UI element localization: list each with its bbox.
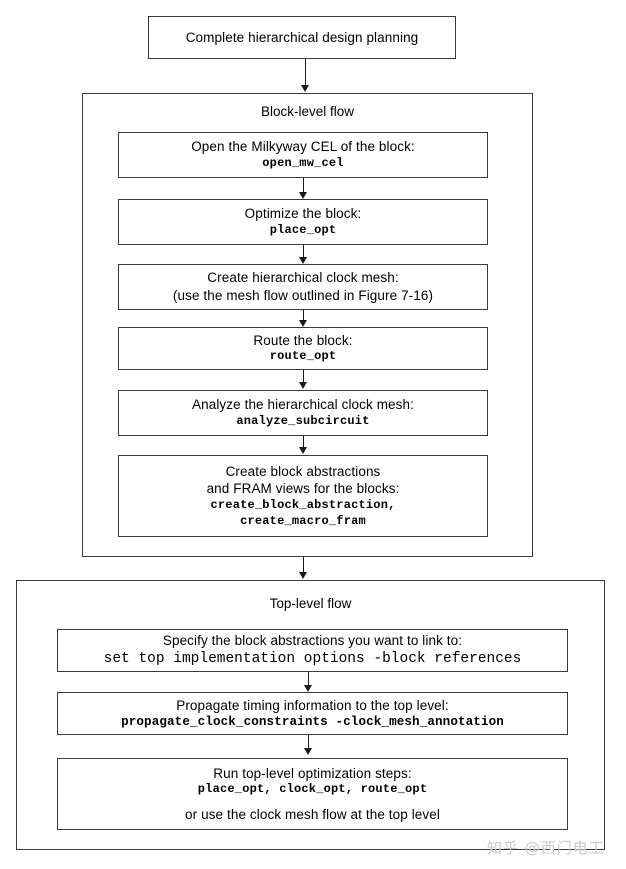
node-line-command: place_opt <box>269 222 337 237</box>
node-line-subtext: or use the clock mesh flow at the top le… <box>185 806 440 822</box>
node-line-text: Create hierarchical clock mesh: <box>207 270 399 286</box>
arrowhead-top-step1-step2 <box>303 685 312 692</box>
node-line-text: Complete hierarchical design planning <box>185 29 419 45</box>
node-line-command: propagate_clock_constraints -clock_mesh_… <box>121 715 504 730</box>
node-line-subtext: and FRAM views for the blocks: <box>206 481 400 497</box>
node-open-milkyway-cel: Open the Milkyway CEL of the block: open… <box>118 132 488 178</box>
node-line-command: create_block_abstraction, <box>210 497 396 512</box>
node-line-text: Route the block: <box>253 332 353 348</box>
node-line-text: Specify the block abstractions you want … <box>162 633 463 649</box>
connector-top-step1-step2 <box>308 672 309 686</box>
connector-block-flow-to-top-flow <box>303 557 304 573</box>
group-label-top-level-flow: Top-level flow <box>269 596 352 611</box>
arrowhead-step4-step5 <box>298 382 307 389</box>
node-complete-hierarchical-design-planning: Complete hierarchical design planning <box>148 16 456 59</box>
node-line-text: Open the Milkyway CEL of the block: <box>191 139 415 155</box>
connector-step2-step3 <box>303 245 304 258</box>
node-specify-block-abstractions: Specify the block abstractions you want … <box>57 629 568 672</box>
node-line-text: Analyze the hierarchical clock mesh: <box>192 397 414 413</box>
node-line-command: analyze_subcircuit <box>236 413 370 428</box>
arrowhead-step3-step4 <box>298 320 307 327</box>
node-line-command-2: create_macro_fram <box>240 513 366 528</box>
connector-step3-step4 <box>303 310 304 321</box>
arrowhead-block-flow-to-top-flow <box>298 572 307 579</box>
node-line-text: Run top-level optimization steps: <box>213 765 412 781</box>
node-route-block: Route the block: route_opt <box>118 327 488 370</box>
node-line-command: route_opt <box>269 349 337 364</box>
node-line-command: set top implementation options -block re… <box>103 650 522 667</box>
connector-step1-step2 <box>303 178 304 193</box>
node-line-command: place_opt, clock_opt, route_opt <box>197 782 428 797</box>
group-label-block-level-flow: Block-level flow <box>260 104 355 119</box>
node-create-hierarchical-clock-mesh: Create hierarchical clock mesh: (use the… <box>118 264 488 310</box>
arrowhead-top-step2-step3 <box>303 748 312 755</box>
arrowhead-title-to-block-flow <box>300 85 309 92</box>
connector-top-step2-step3 <box>308 735 309 749</box>
node-propagate-timing-information: Propagate timing information to the top … <box>57 692 568 735</box>
connector-step4-step5 <box>303 370 304 383</box>
node-line-text: Optimize the block: <box>244 206 362 222</box>
node-line-text: Propagate timing information to the top … <box>176 697 449 713</box>
arrowhead-step2-step3 <box>298 257 307 264</box>
node-run-top-level-optimization: Run top-level optimization steps: place_… <box>57 758 568 830</box>
arrowhead-step1-step2 <box>298 192 307 199</box>
node-create-block-abstractions: Create block abstractions and FRAM views… <box>118 455 488 537</box>
node-optimize-block: Optimize the block: place_opt <box>118 199 488 245</box>
node-line-text: Create block abstractions <box>225 463 381 479</box>
node-line-subtext: (use the mesh flow outlined in Figure 7-… <box>172 288 434 303</box>
arrowhead-step5-step6 <box>298 447 307 454</box>
node-line-command: open_mw_cel <box>262 155 344 170</box>
node-analyze-hierarchical-clock-mesh: Analyze the hierarchical clock mesh: ana… <box>118 390 488 436</box>
connector-title-to-block-flow <box>305 59 306 86</box>
connector-step5-step6 <box>303 436 304 448</box>
watermark: 知乎 @西门电工 <box>487 839 605 857</box>
